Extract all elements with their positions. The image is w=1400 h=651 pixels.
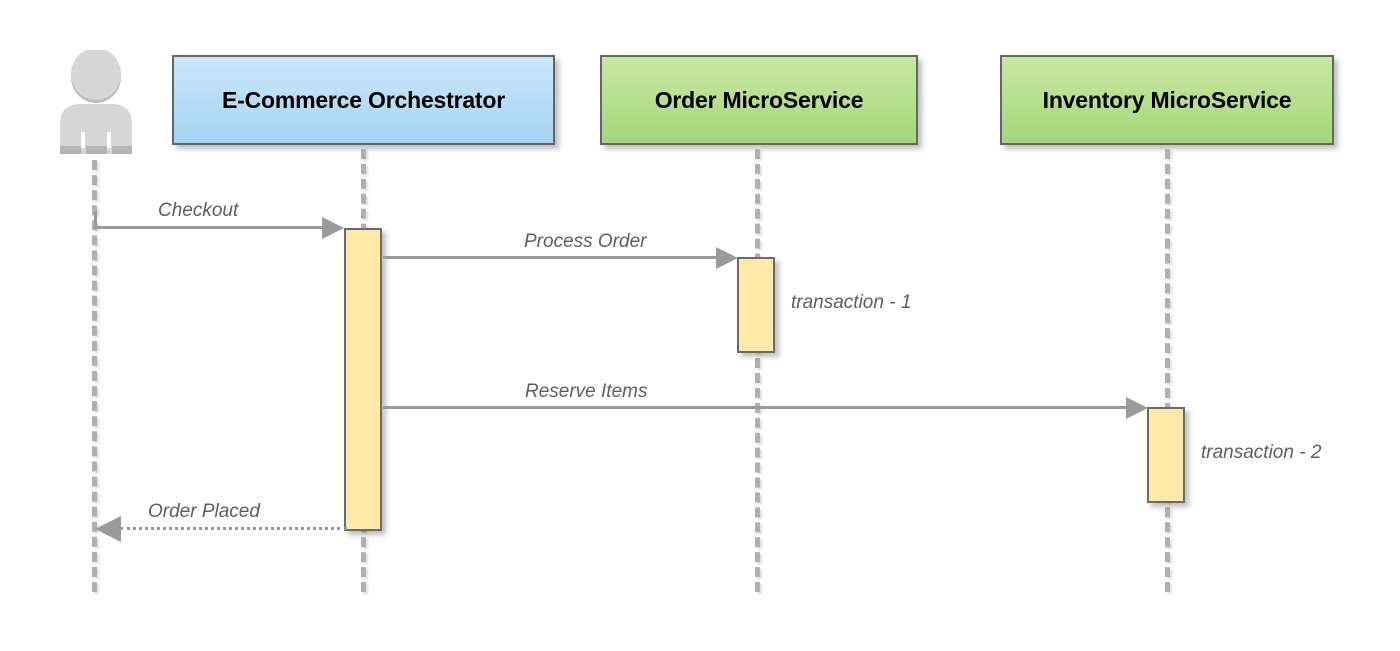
participant-box-order-service[interactable]: Order MicroService bbox=[600, 55, 918, 145]
message-label-checkout: Checkout bbox=[158, 200, 239, 221]
user-actor-icon bbox=[60, 48, 132, 154]
message-process-order-line[interactable] bbox=[383, 256, 719, 259]
message-process-order-arrowhead bbox=[716, 247, 738, 269]
note-transaction-2: transaction - 2 bbox=[1201, 442, 1322, 463]
message-reserve-items-line[interactable] bbox=[383, 406, 1128, 409]
activation-bar-inventory-service[interactable] bbox=[1147, 407, 1185, 503]
participant-box-orchestrator[interactable]: E-Commerce Orchestrator bbox=[172, 55, 555, 145]
participant-label-order-service: Order MicroService bbox=[654, 86, 864, 113]
participant-label-orchestrator: E-Commerce Orchestrator bbox=[221, 86, 505, 113]
message-checkout-stub bbox=[94, 211, 97, 228]
lifeline-inventory-service bbox=[1165, 149, 1170, 592]
actor-figure[interactable] bbox=[52, 48, 140, 160]
activation-bar-orchestrator[interactable] bbox=[344, 228, 382, 531]
note-transaction-1: transaction - 1 bbox=[791, 292, 912, 313]
participant-label-inventory-service: Inventory MicroService bbox=[1042, 86, 1292, 113]
message-checkout-line[interactable] bbox=[94, 226, 326, 229]
lifeline-actor bbox=[92, 160, 97, 592]
message-order-placed-arrowhead bbox=[95, 516, 121, 542]
message-label-reserve-items: Reserve Items bbox=[525, 381, 648, 402]
lifeline-order-service bbox=[755, 149, 760, 592]
message-order-placed-line[interactable] bbox=[120, 527, 347, 530]
message-checkout-arrowhead bbox=[322, 217, 344, 239]
message-reserve-items-arrowhead bbox=[1126, 397, 1148, 419]
message-label-process-order: Process Order bbox=[524, 231, 647, 252]
participant-box-inventory-service[interactable]: Inventory MicroService bbox=[1000, 55, 1334, 145]
message-label-order-placed: Order Placed bbox=[148, 501, 260, 522]
activation-bar-order-service[interactable] bbox=[737, 257, 775, 353]
